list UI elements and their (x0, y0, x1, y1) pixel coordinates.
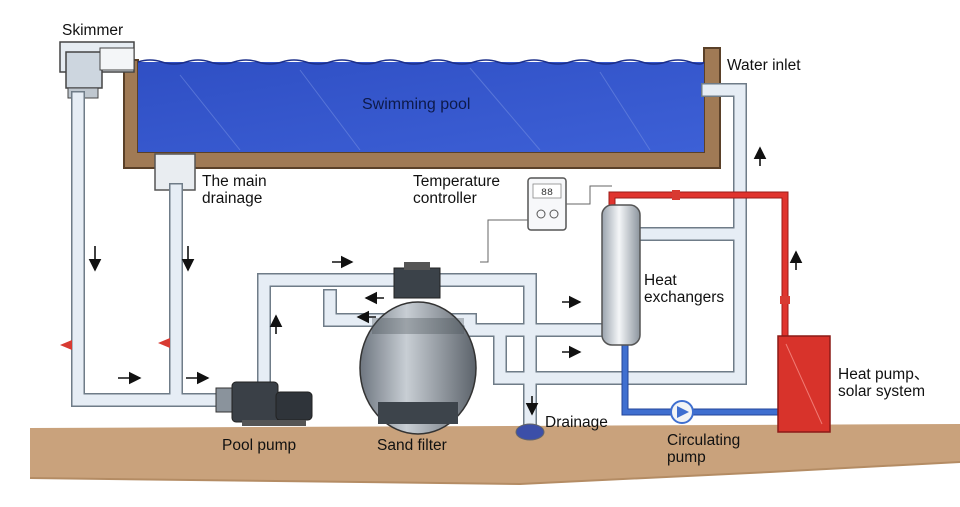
label-heat-pump: Heat pump、 solar system (838, 366, 929, 401)
label-circulating-pump-line2: pump (667, 449, 706, 467)
pool-pump (215, 381, 313, 426)
label-circulating-pump-line1: Circulating (667, 432, 741, 449)
sand-filter (359, 262, 477, 435)
heat-pump-hot-pipe (608, 191, 789, 340)
label-main-drainage-line2: drainage (202, 190, 263, 208)
flow-arrows (88, 146, 803, 416)
heat-pump (777, 335, 831, 433)
label-temperature-controller-line2: controller (413, 190, 477, 208)
controller-display: 88 (541, 188, 553, 199)
label-circulating-pump: Circulating pump (667, 432, 740, 467)
label-water-inlet: Water inlet (727, 57, 801, 74)
label-swimming-pool: Swimming pool (362, 96, 471, 113)
label-pool-pump: Pool pump (222, 437, 297, 454)
circulating-pump (670, 400, 694, 424)
heat-pump-cold-pipe (621, 345, 778, 416)
skimmer (59, 41, 135, 99)
valves (60, 190, 790, 350)
label-heat-pump-line2: solar system (838, 383, 925, 401)
label-heat-pump-line1: Heat pump、 (838, 366, 930, 383)
label-skimmer: Skimmer (62, 22, 124, 39)
label-heat-exchangers: Heat exchangers (644, 272, 724, 307)
ground (30, 424, 960, 484)
pipe-network (71, 83, 747, 437)
label-drainage: Drainage (545, 414, 608, 431)
label-sand-filter: Sand filter (377, 437, 447, 454)
swimming-pool (123, 47, 721, 169)
label-temperature-controller: Temperature controller (413, 173, 500, 208)
temperature-controller: 88 (480, 177, 612, 263)
heat-exchanger (601, 204, 641, 346)
drainage-outlet (515, 423, 545, 441)
label-main-drainage: The main drainage (202, 173, 267, 208)
label-main-drainage-line1: The main (202, 173, 267, 190)
label-heat-exchangers-line1: Heat (644, 272, 677, 289)
label-temperature-controller-line1: Temperature (413, 173, 501, 190)
label-heat-exchangers-line2: exchangers (644, 289, 725, 307)
